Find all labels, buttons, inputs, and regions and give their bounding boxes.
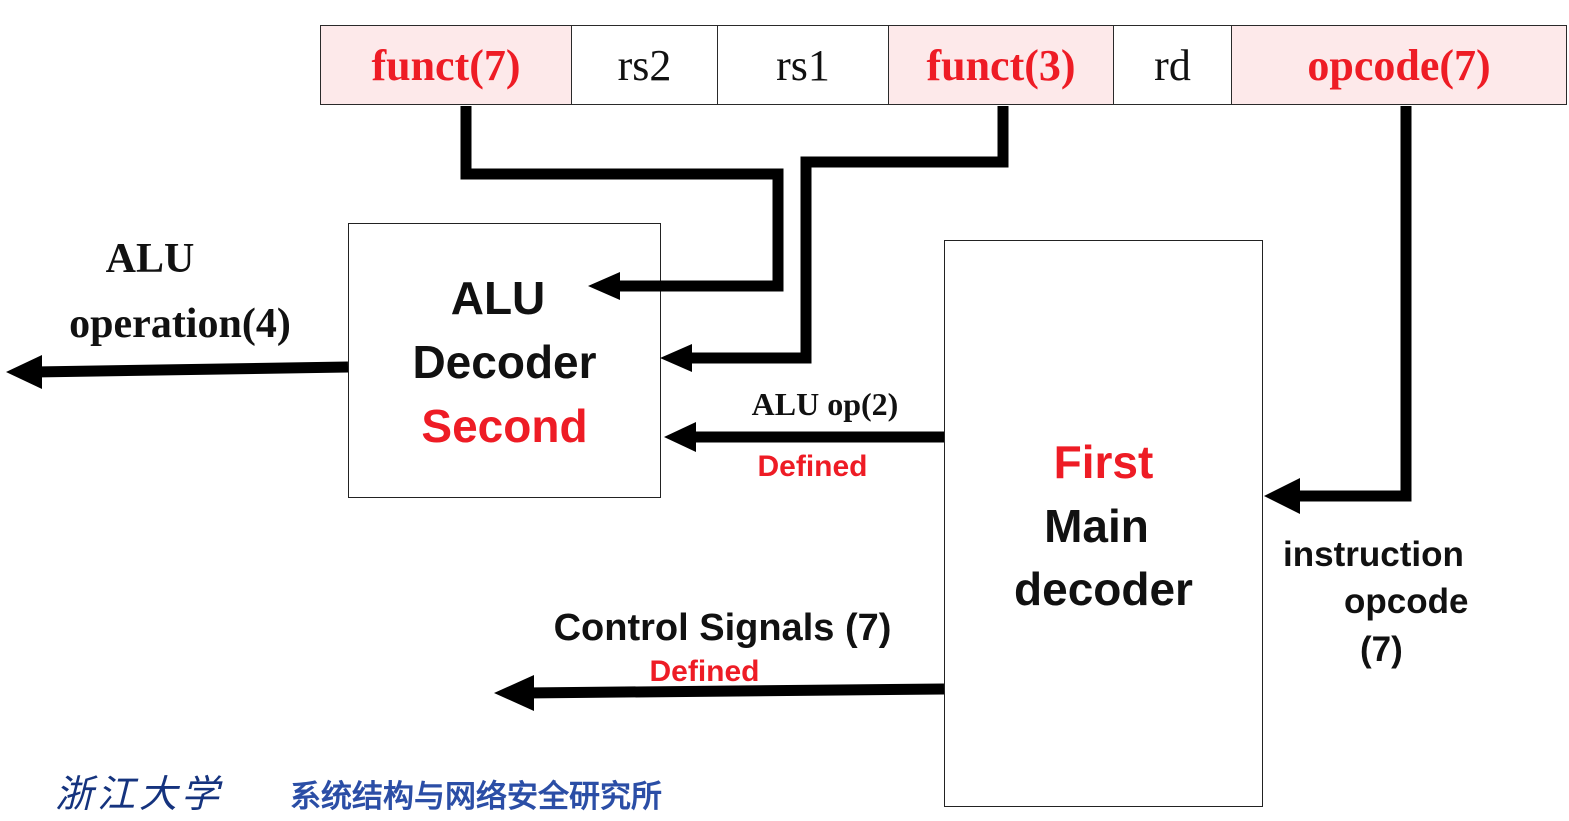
- field-opcode7: opcode(7): [1231, 25, 1567, 105]
- field-rs2: rs2: [571, 25, 718, 105]
- alu-op-defined-label: Defined: [757, 450, 868, 483]
- main-decoder-line1: First: [1053, 436, 1154, 488]
- field-rd: rd: [1113, 25, 1232, 105]
- arrowhead-control-signals: [494, 675, 534, 711]
- field-rs1-label: rs1: [776, 40, 830, 90]
- main-decoder-line2: Main: [1044, 500, 1149, 552]
- alu-operation-label-line1: ALU: [105, 236, 195, 282]
- field-funct3: funct(3): [888, 25, 1114, 105]
- instruction-opcode-label-line2: opcode: [1344, 582, 1469, 621]
- alu-decoder-line3: Second: [421, 400, 588, 452]
- field-rs2-label: rs2: [617, 40, 672, 90]
- institute-name: 系统结构与网络安全研究所: [290, 779, 662, 815]
- field-funct3-label: funct(3): [926, 40, 1076, 90]
- arrowhead-funct3: [660, 344, 692, 372]
- university-logo: 浙江大学: [55, 772, 224, 816]
- field-rs1: rs1: [717, 25, 889, 105]
- field-funct7: funct(7): [320, 25, 572, 105]
- wire-opcode: [1296, 106, 1412, 502]
- wire-alu-operation: [33, 361, 349, 378]
- arrowhead-alu-operation: [6, 355, 42, 389]
- arrowhead-alu-op: [664, 422, 696, 452]
- control-signals-label: Control Signals (7): [553, 607, 892, 649]
- instruction-opcode-label-line1: instruction: [1283, 535, 1464, 574]
- control-defined-label: Defined: [649, 655, 760, 688]
- field-rd-label: rd: [1154, 40, 1191, 90]
- field-opcode7-label: opcode(7): [1307, 40, 1491, 90]
- main-decoder-line3: decoder: [1014, 563, 1193, 615]
- alu-operation-label-line2: operation(4): [69, 301, 291, 347]
- alu-decoder-line1: ALU: [450, 272, 546, 324]
- instruction-opcode-label-line3: (7): [1360, 630, 1403, 669]
- alu-op-label: ALU op(2): [751, 386, 899, 422]
- arrowhead-opcode: [1264, 478, 1300, 514]
- field-funct7-label: funct(7): [371, 40, 521, 90]
- wire-control-signals: [523, 683, 945, 699]
- alu-decoder-line2: Decoder: [412, 336, 597, 388]
